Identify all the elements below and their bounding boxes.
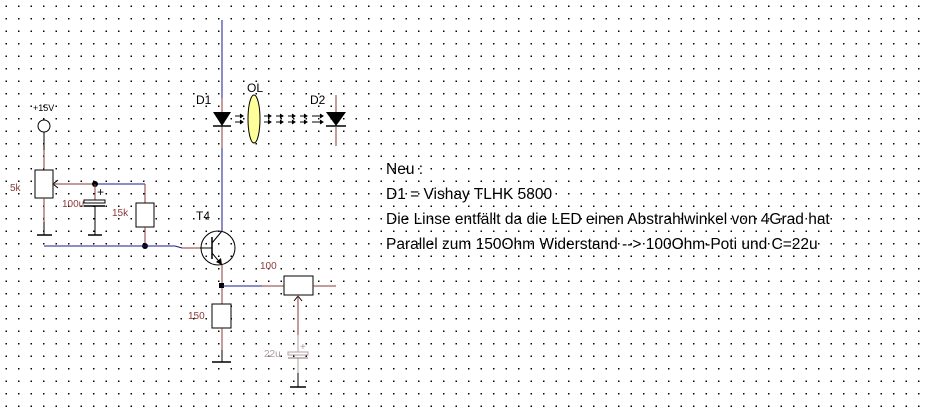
cap-polarity: + — [300, 342, 306, 353]
capacitor-22u[interactable]: + 22u — [264, 335, 309, 388]
note-heading: Neu : — [386, 161, 424, 178]
diode-d2-label: D2 — [310, 93, 326, 107]
diode-triangle-icon — [213, 112, 231, 126]
diode-d2[interactable]: D2 — [310, 93, 346, 146]
light-path — [264, 113, 324, 125]
lens-label: OL — [247, 81, 263, 95]
note-line: D1 = Vishay TLHK 5800 — [386, 186, 553, 203]
note-line: Die Linse entfällt da die LED einen Abst… — [386, 211, 830, 228]
light-arrows-icon — [264, 113, 324, 125]
wiper-arrow-icon — [293, 295, 303, 302]
lens-shape — [247, 94, 261, 144]
cap-polarity: + — [97, 185, 104, 199]
supply-terminal[interactable]: +15V — [33, 103, 54, 133]
cap-22u-label: 22u — [264, 349, 281, 360]
supply-circle-icon — [37, 119, 51, 133]
transistor-collector — [211, 230, 223, 244]
junction-dot — [219, 283, 224, 288]
emitter-arrow-icon — [216, 258, 222, 265]
resistor-150[interactable]: 150 — [188, 303, 232, 329]
pot-5k-label: 5k — [10, 183, 22, 194]
led-d1[interactable]: D1 — [196, 93, 244, 127]
supply-label: +15V — [33, 103, 54, 113]
led-d1-label: D1 — [196, 93, 212, 107]
cap-plate — [83, 199, 106, 204]
potentiometer-100[interactable]: 100 — [260, 261, 314, 302]
wiper-arrow-icon — [52, 179, 59, 189]
cap-plate — [287, 351, 309, 356]
pot-body — [34, 169, 54, 199]
resistor-body — [211, 303, 232, 329]
pot-100-label: 100 — [260, 261, 277, 272]
res-150-label: 150 — [188, 311, 205, 322]
transistor-t4[interactable]: T4 — [196, 209, 236, 266]
lens-ol[interactable]: OL — [247, 81, 263, 144]
resistor-body — [135, 202, 155, 228]
pot-body — [283, 275, 314, 296]
light-arrows-icon — [235, 113, 244, 125]
cap-100u-label: 100u — [62, 199, 84, 210]
resistor-15k[interactable]: 15k — [112, 202, 155, 228]
transistor-label: T4 — [196, 209, 210, 223]
note-line: Parallel zum 150Ohm Widerstand --> 100Oh… — [386, 236, 818, 253]
potentiometer-5k[interactable]: 5k — [10, 169, 59, 199]
res-15k-label: 15k — [112, 208, 129, 219]
diode-triangle-icon — [326, 112, 346, 126]
wire — [174, 245, 183, 249]
capacitor-100u[interactable]: + 100u — [62, 184, 106, 236]
